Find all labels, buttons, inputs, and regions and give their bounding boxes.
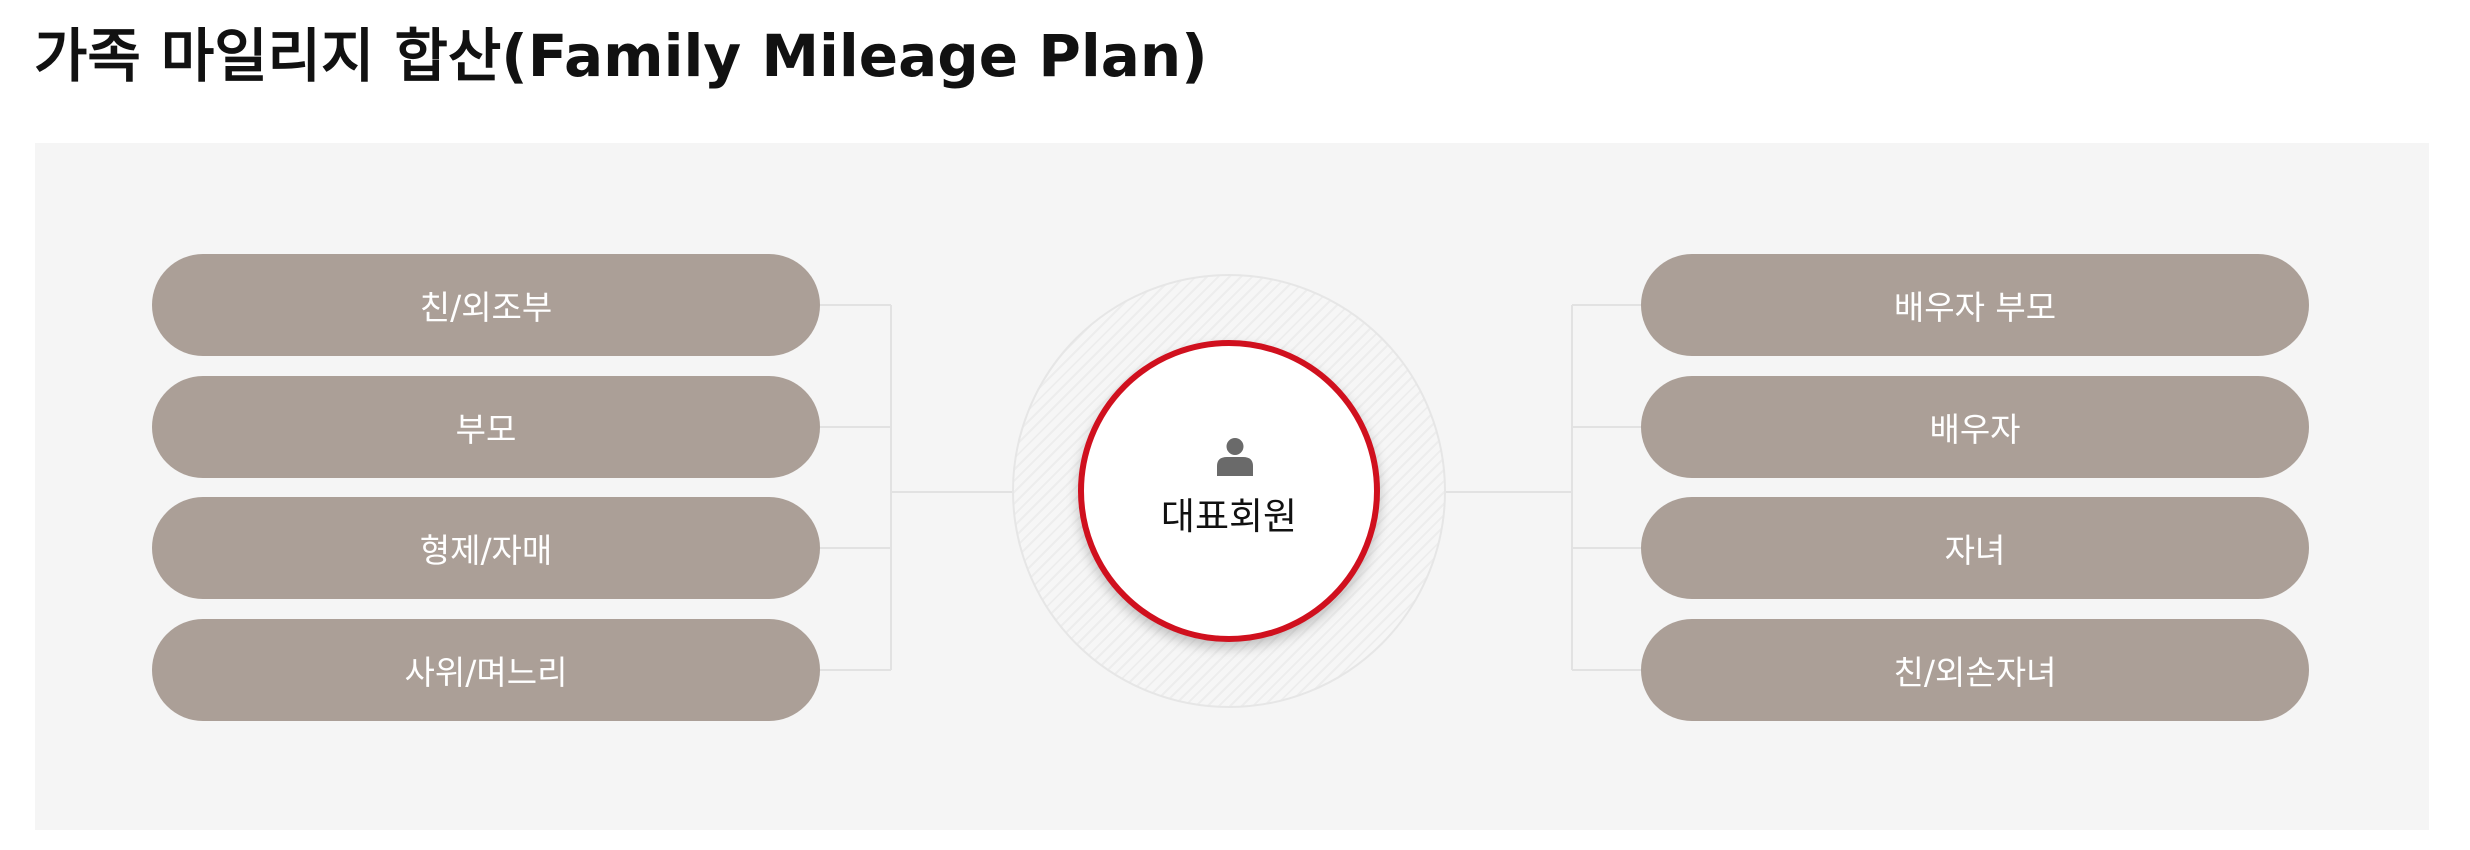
representative-member-label: 대표회원 xyxy=(1160,495,1298,538)
representative-member-circle[interactable]: 대표회원 xyxy=(1078,340,1380,642)
member-pill-spouse[interactable]: 배우자 xyxy=(1641,376,2309,478)
person-icon xyxy=(1217,438,1253,476)
member-pill-grandchildren[interactable]: 친/외손자녀 xyxy=(1641,619,2309,721)
member-pill-siblings[interactable]: 형제/자매 xyxy=(152,497,820,599)
connector-lines xyxy=(820,304,1641,671)
page-title: 가족 마일리지 합산(Family Mileage Plan) xyxy=(34,22,1208,90)
member-pill-in-law-children[interactable]: 사위/며느리 xyxy=(152,619,820,721)
member-pill-grandparents[interactable]: 친/외조부 xyxy=(152,254,820,356)
family-mileage-diagram: 친/외조부 부모 형제/자매 사위/며느리 대표회원 배우자 부모 배우자 자녀… xyxy=(35,143,2429,830)
member-pill-parents[interactable]: 부모 xyxy=(152,376,820,478)
member-pill-children[interactable]: 자녀 xyxy=(1641,497,2309,599)
member-pill-spouse-parents[interactable]: 배우자 부모 xyxy=(1641,254,2309,356)
